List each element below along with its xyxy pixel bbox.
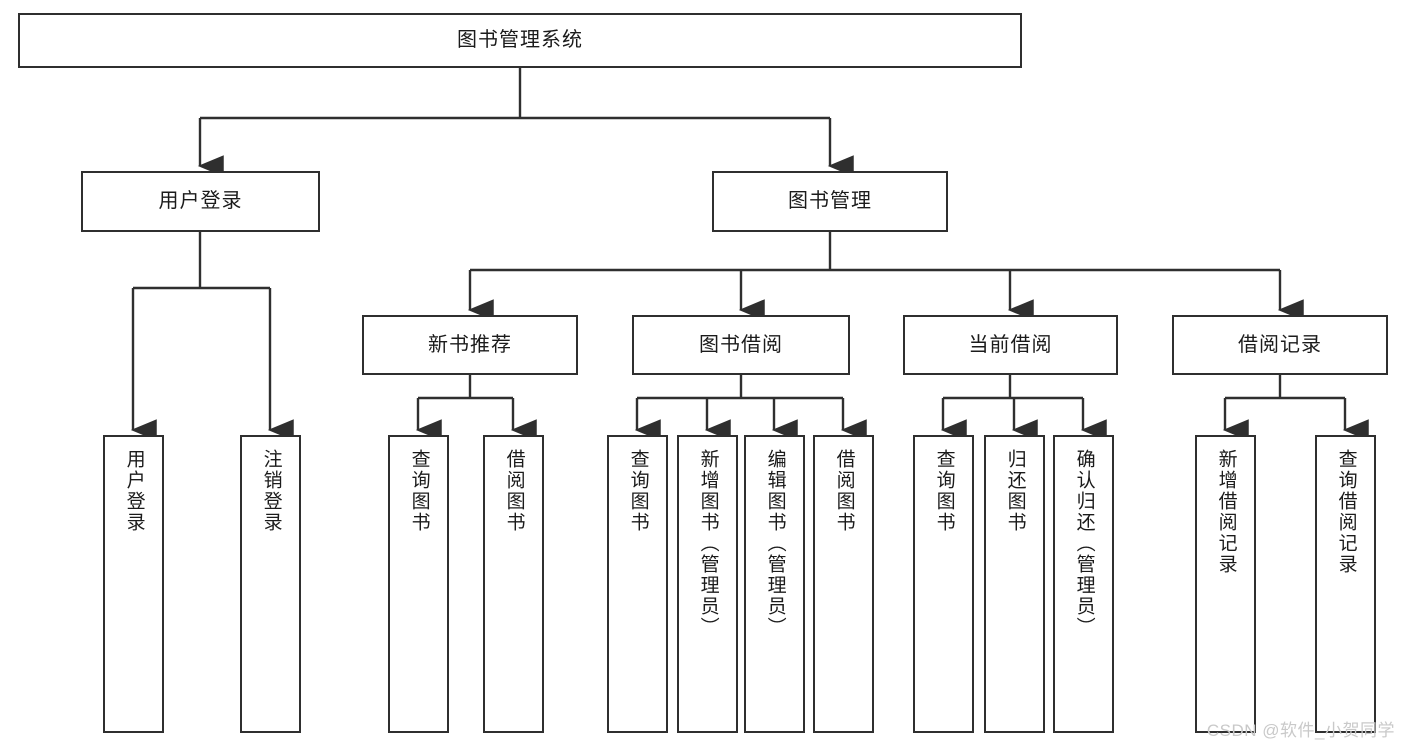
leaf-query-book-3-label: 查询图书 [933,449,955,533]
node-root[interactable]: 图书管理系统 [18,13,1022,68]
leaf-logout-label: 注销登录 [260,449,282,533]
leaf-confirm-return-label: 确认归还（管理员） [1073,449,1095,638]
leaf-edit-book-label: 编辑图书（管理员） [764,449,786,638]
node-new-book-recommend[interactable]: 新书推荐 [362,315,578,375]
leaf-confirm-return[interactable]: 确认归还（管理员） [1053,435,1114,733]
node-user-login-label: 用户登录 [158,190,243,212]
leaf-query-book-2-label: 查询图书 [627,449,649,533]
leaf-borrow-book-1[interactable]: 借阅图书 [483,435,544,733]
leaf-add-book-label: 新增图书（管理员） [697,449,719,638]
leaf-return-book[interactable]: 归还图书 [984,435,1045,733]
leaf-borrow-book-2-label: 借阅图书 [833,449,855,533]
leaf-logout[interactable]: 注销登录 [240,435,301,733]
leaf-add-record[interactable]: 新增借阅记录 [1195,435,1256,733]
leaf-query-book-1-label: 查询图书 [408,449,430,533]
node-new-book-recommend-label: 新书推荐 [428,333,512,356]
leaf-return-book-label: 归还图书 [1004,449,1026,533]
leaf-query-book-2[interactable]: 查询图书 [607,435,668,733]
node-book-manage-label: 图书管理 [788,190,872,212]
leaf-edit-book[interactable]: 编辑图书（管理员） [744,435,805,733]
node-current-borrow[interactable]: 当前借阅 [903,315,1118,375]
leaf-add-book[interactable]: 新增图书（管理员） [677,435,738,733]
node-book-borrow[interactable]: 图书借阅 [632,315,850,375]
leaf-user-login[interactable]: 用户登录 [103,435,164,733]
leaf-query-book-3[interactable]: 查询图书 [913,435,974,733]
node-book-manage[interactable]: 图书管理 [712,171,948,232]
node-borrow-record[interactable]: 借阅记录 [1172,315,1388,375]
leaf-query-record[interactable]: 查询借阅记录 [1315,435,1376,733]
leaf-add-record-label: 新增借阅记录 [1215,449,1237,575]
leaf-borrow-book-1-label: 借阅图书 [503,449,525,533]
leaf-query-book-1[interactable]: 查询图书 [388,435,449,733]
node-root-label: 图书管理系统 [457,29,583,51]
node-book-borrow-label: 图书借阅 [699,333,783,356]
watermark: CSDN @软件_小贺同学 [1206,721,1395,740]
node-borrow-record-label: 借阅记录 [1238,333,1322,356]
leaf-query-record-label: 查询借阅记录 [1335,449,1357,575]
node-user-login[interactable]: 用户登录 [81,171,320,232]
leaf-borrow-book-2[interactable]: 借阅图书 [813,435,874,733]
node-current-borrow-label: 当前借阅 [968,333,1053,356]
leaf-user-login-label: 用户登录 [123,449,145,533]
